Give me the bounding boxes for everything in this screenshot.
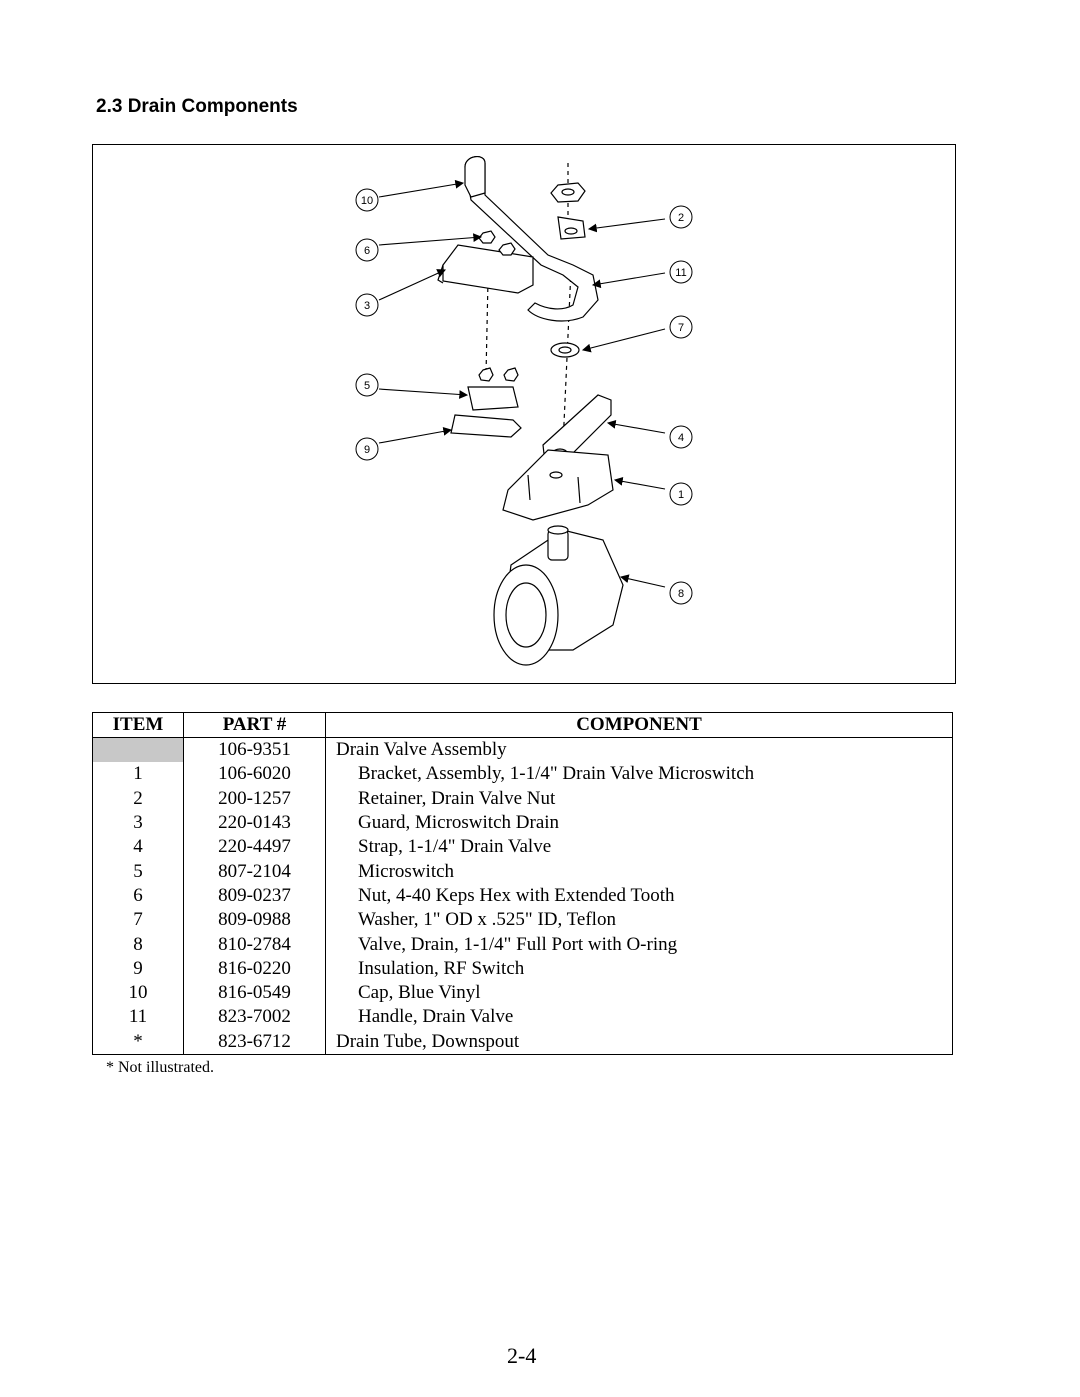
table-row: 11 823-7002 Handle, Drain Valve: [92, 1005, 953, 1030]
table-row: 6 809-0237 Nut, 4-40 Keps Hex with Exten…: [92, 883, 953, 909]
microswitch-part: [467, 386, 519, 411]
row-item: 10: [92, 980, 184, 1006]
table-row: 10 816-0549 Cap, Blue Vinyl: [92, 980, 953, 1006]
svg-text:7: 7: [678, 322, 684, 334]
row-part: 816-0549: [183, 980, 326, 1006]
table-row: 9 816-0220 Insulation, RF Switch: [92, 956, 953, 981]
footnote: * Not illustrated.: [106, 1059, 214, 1076]
parts-table: ITEM PART # COMPONENT 106-9351 Drain Val…: [92, 712, 953, 1055]
callout-6: 6: [355, 238, 379, 262]
row-part: 809-0988: [183, 908, 326, 933]
callout-2: 2: [669, 205, 693, 229]
row-item: 11: [92, 1005, 184, 1030]
section-title: 2.3 Drain Components: [96, 96, 298, 117]
svg-text:6: 6: [364, 245, 370, 257]
row-part: 106-6020: [183, 762, 326, 787]
row-part: 220-4497: [183, 835, 326, 860]
row-component: Cap, Blue Vinyl: [325, 980, 953, 1006]
callout-10: 10: [355, 188, 379, 212]
table-row: 3 220-0143 Guard, Microswitch Drain: [92, 810, 953, 836]
table-row: 1 106-6020 Bracket, Assembly, 1-1/4" Dra…: [92, 762, 953, 787]
row-item: *: [92, 1029, 184, 1055]
row-item: 9: [92, 956, 184, 981]
row-item: 5: [92, 859, 184, 884]
row-component: Microswitch: [325, 859, 953, 884]
row-component: Washer, 1" OD x .525" ID, Teflon: [325, 908, 953, 933]
header-part: PART #: [183, 712, 326, 738]
row-part: 823-6712: [183, 1029, 326, 1055]
callout-3: 3: [355, 293, 379, 317]
row-component: Strap, 1-1/4" Drain Valve: [325, 835, 953, 860]
row-component: Nut, 4-40 Keps Hex with Extended Tooth: [325, 883, 953, 909]
row-item: 1: [92, 762, 184, 787]
svg-text:4: 4: [678, 432, 684, 444]
row-component: Insulation, RF Switch: [325, 956, 953, 981]
callout-7: 7: [669, 315, 693, 339]
row-component: Drain Valve Assembly: [325, 737, 953, 763]
table-row: 8 810-2784 Valve, Drain, 1-1/4" Full Por…: [92, 932, 953, 957]
callout-5: 5: [355, 373, 379, 397]
guard-part: [442, 244, 534, 294]
svg-text:9: 9: [364, 444, 370, 456]
callout-1: 1: [669, 482, 693, 506]
row-item: 7: [92, 908, 184, 933]
callout-11: 11: [669, 260, 693, 284]
row-component: Valve, Drain, 1-1/4" Full Port with O-ri…: [325, 932, 953, 957]
row-part: 823-7002: [183, 1005, 326, 1030]
row-component: Handle, Drain Valve: [325, 1005, 953, 1030]
cap-part: [464, 156, 486, 198]
table-header-row: ITEM PART # COMPONENT: [92, 712, 953, 738]
svg-text:3: 3: [364, 300, 370, 312]
row-item: 4: [92, 835, 184, 860]
callout-4: 4: [669, 425, 693, 449]
bracket-part: [502, 449, 614, 521]
header-item: ITEM: [92, 712, 184, 738]
row-item: 3: [92, 810, 184, 836]
row-component: Retainer, Drain Valve Nut: [325, 786, 953, 811]
row-part: 220-0143: [183, 810, 326, 836]
svg-text:8: 8: [678, 588, 684, 600]
row-item: 2: [92, 786, 184, 811]
header-component: COMPONENT: [325, 712, 953, 738]
row-component: Bracket, Assembly, 1-1/4" Drain Valve Mi…: [325, 762, 953, 787]
row-component: Drain Tube, Downspout: [325, 1029, 953, 1055]
table-row: * 823-6712 Drain Tube, Downspout: [92, 1029, 953, 1055]
row-part: 807-2104: [183, 859, 326, 884]
row-part: 200-1257: [183, 786, 326, 811]
insulation-part: [450, 414, 522, 438]
row-item: 6: [92, 883, 184, 909]
svg-text:11: 11: [675, 267, 686, 279]
table-row: 2 200-1257 Retainer, Drain Valve Nut: [92, 786, 953, 811]
row-item: [92, 737, 184, 763]
callout-9: 9: [355, 437, 379, 461]
exploded-diagram-drawing: 10 6 3 5 9 2 11 7 4 1 8: [355, 156, 693, 666]
row-item: 8: [92, 932, 184, 957]
exploded-diagram: 10 6 3 5 9 2 11 7 4 1 8: [92, 144, 956, 684]
page-number: 2-4: [507, 1343, 537, 1368]
table-row: 106-9351 Drain Valve Assembly: [92, 737, 953, 763]
svg-text:10: 10: [361, 195, 373, 207]
svg-text:2: 2: [678, 212, 684, 224]
row-component: Guard, Microswitch Drain: [325, 810, 953, 836]
table-row: 5 807-2104 Microswitch: [92, 859, 953, 884]
row-part: 810-2784: [183, 932, 326, 957]
table-row: 4 220-4497 Strap, 1-1/4" Drain Valve: [92, 835, 953, 860]
row-part: 816-0220: [183, 956, 326, 981]
svg-text:1: 1: [678, 489, 684, 501]
svg-text:5: 5: [364, 380, 370, 392]
table-row: 7 809-0988 Washer, 1" OD x .525" ID, Tef…: [92, 908, 953, 933]
callout-8: 8: [669, 581, 693, 605]
row-part: 106-9351: [183, 737, 326, 763]
row-part: 809-0237: [183, 883, 326, 909]
